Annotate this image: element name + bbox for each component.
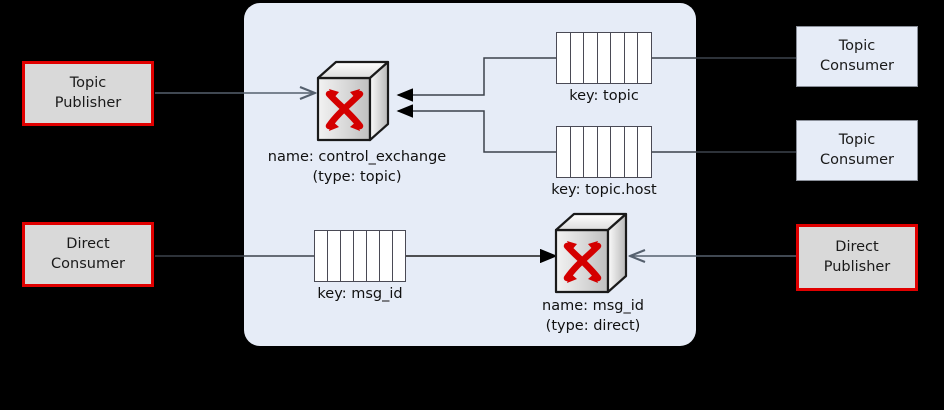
topic-publisher-label-line-2: Publisher xyxy=(54,94,122,111)
control-exchange-icon[interactable] xyxy=(312,56,398,148)
queue-cell xyxy=(328,231,341,281)
topic-consumer-2-label-line-1: Topic xyxy=(838,132,876,149)
queue-cell xyxy=(598,127,612,177)
topic-consumer-1-label-line-2: Consumer xyxy=(820,57,894,74)
direct-consumer-label-line-2: Consumer xyxy=(51,255,125,272)
topic-publisher-box[interactable]: Topic Publisher xyxy=(22,61,154,126)
queue-cell xyxy=(571,33,585,83)
queue-cell xyxy=(611,127,625,177)
queue-cell xyxy=(598,33,612,83)
direct-consumer-box[interactable]: Direct Consumer xyxy=(22,222,154,287)
topic-publisher-label-line-1: Topic xyxy=(69,75,107,92)
queue-cell xyxy=(367,231,380,281)
queue-topic-host[interactable] xyxy=(556,126,652,178)
topic-consumer-1-box[interactable]: Topic Consumer xyxy=(796,26,918,87)
topic-consumer-2-label-line-2: Consumer xyxy=(820,151,894,168)
connector-queue-topic-host-to-control-exchange xyxy=(396,104,556,153)
queue-msg-id[interactable] xyxy=(314,230,406,282)
queue-cell xyxy=(315,231,328,281)
queue-cell xyxy=(638,127,651,177)
topic-consumer-1-label-line-1: Topic xyxy=(838,38,876,55)
msg-id-exchange-icon[interactable] xyxy=(550,208,636,300)
queue-cell xyxy=(625,127,639,177)
queue-cell xyxy=(625,33,639,83)
queue-cell xyxy=(611,33,625,83)
queue-cell xyxy=(341,231,354,281)
queue-cell xyxy=(380,231,393,281)
direct-publisher-label-line-2: Publisher xyxy=(823,258,891,275)
queue-cell xyxy=(571,127,585,177)
queue-cell xyxy=(354,231,367,281)
queue-cell xyxy=(638,33,651,83)
connector-queue-topic-to-control-exchange xyxy=(396,57,556,102)
direct-publisher-label-line-1: Direct xyxy=(835,239,879,256)
direct-consumer-label-line-1: Direct xyxy=(66,236,110,253)
queue-cell xyxy=(557,127,571,177)
queue-cell xyxy=(584,127,598,177)
queue-cell xyxy=(557,33,571,83)
topic-consumer-2-box[interactable]: Topic Consumer xyxy=(796,120,918,181)
direct-publisher-box[interactable]: Direct Publisher xyxy=(796,224,918,291)
queue-cell xyxy=(584,33,598,83)
queue-topic[interactable] xyxy=(556,32,652,84)
queue-cell xyxy=(393,231,405,281)
